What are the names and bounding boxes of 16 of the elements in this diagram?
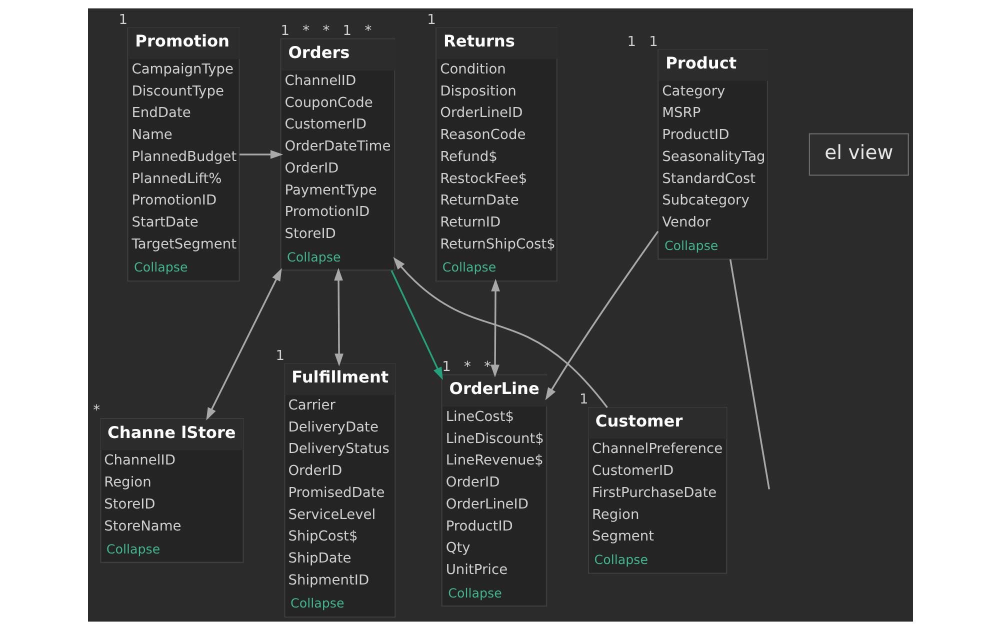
arrow (390, 270, 442, 380)
connector (728, 259, 770, 490)
node-label: 1 (426, 12, 436, 28)
node-box: el view (808, 133, 908, 176)
node-label: 1 * * (442, 358, 490, 375)
node-label: 1 (118, 12, 127, 28)
node-label: 1 (579, 392, 588, 408)
arrow (206, 268, 282, 420)
node-label: * (92, 402, 100, 419)
node-label: 1 (275, 348, 284, 364)
node-label: 1 1 (626, 34, 658, 50)
arrow (334, 268, 343, 366)
arrow (490, 278, 500, 378)
node-label: 1 * * 1 * (280, 22, 372, 39)
arrow (239, 150, 283, 159)
arrow (544, 230, 658, 400)
